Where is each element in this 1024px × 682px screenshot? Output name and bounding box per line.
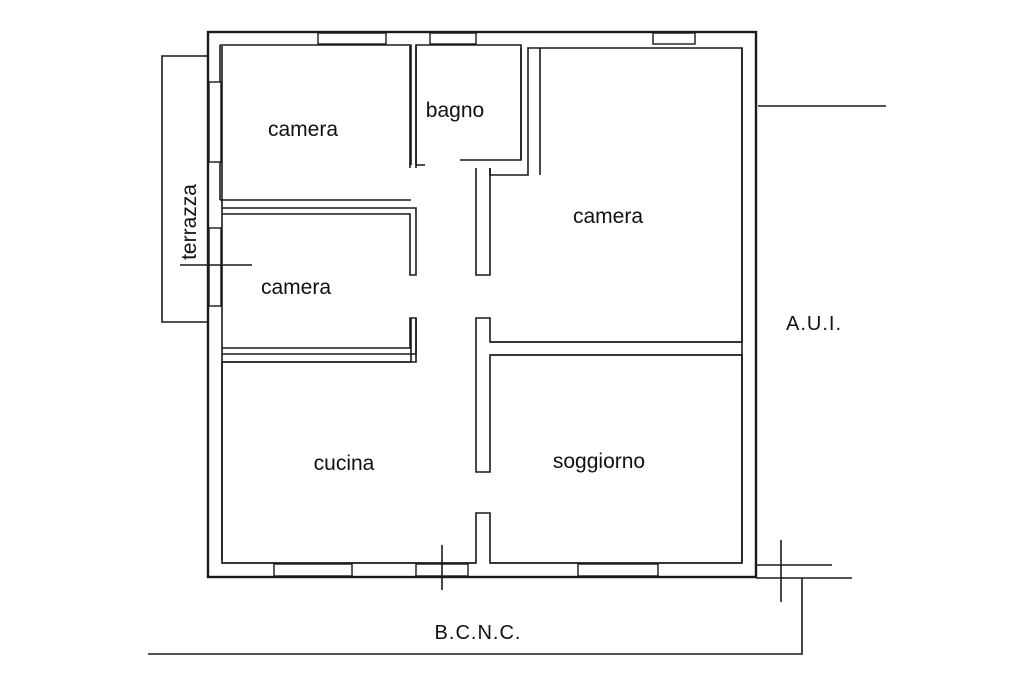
room-label-soggiorno: soggiorno bbox=[553, 450, 645, 473]
terrazza-outline bbox=[161, 55, 252, 323]
room-label-camera-right: camera bbox=[573, 205, 643, 228]
room-label-bagno: bagno bbox=[426, 99, 484, 122]
interior-walls bbox=[221, 46, 743, 564]
annotation-aui: A.U.I. bbox=[786, 313, 842, 335]
external-lines bbox=[148, 105, 886, 655]
windows bbox=[208, 32, 696, 577]
room-label-camera-mid-left: camera bbox=[261, 276, 331, 299]
room-label-camera-top-left: camera bbox=[268, 118, 338, 141]
room-label-cucina: cucina bbox=[314, 452, 375, 475]
annotation-bcnc: B.C.N.C. bbox=[435, 622, 522, 644]
annotation-terrazza: terrazza bbox=[178, 184, 201, 260]
